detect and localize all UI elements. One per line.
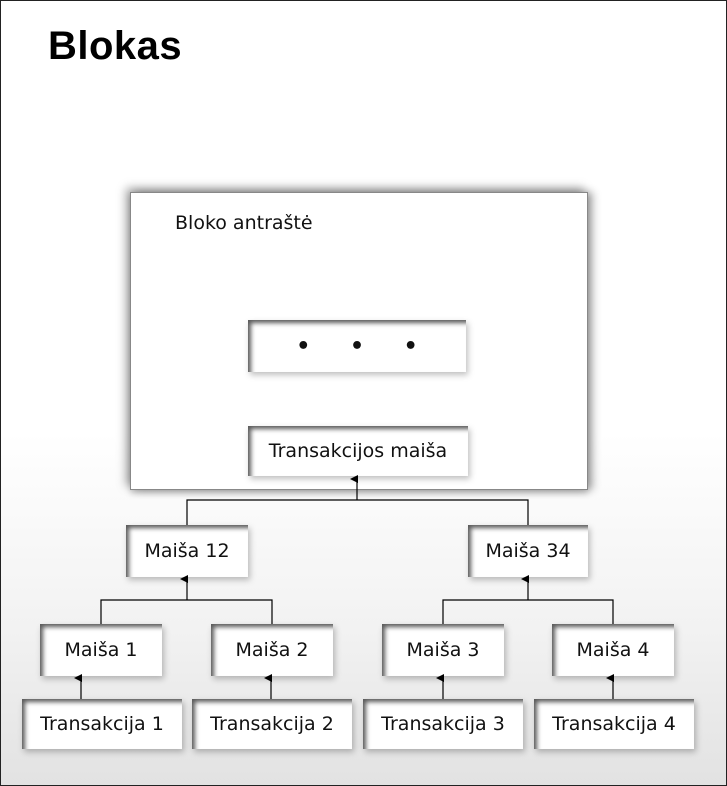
connector-hash-34 (442, 575, 614, 624)
transaction-1-box: Transakcija 1 (22, 699, 182, 749)
connector-hash-12 (100, 575, 273, 624)
hash-1-box: Maiša 1 (40, 624, 162, 676)
connector-leaves (74, 674, 614, 699)
block-header-label: Bloko antraštė (175, 212, 313, 234)
hash-12-box: Maiša 12 (126, 525, 248, 577)
ellipsis-dots: • • • (296, 333, 434, 359)
diagram-title: Blokas (48, 24, 183, 68)
hash-3-box: Maiša 3 (382, 624, 504, 676)
transaction-2-box: Transakcija 2 (192, 699, 352, 749)
hash-34-box: Maiša 34 (468, 525, 588, 577)
root-hash-box: Transakcijos maiša (248, 426, 468, 476)
hash-2-box: Maiša 2 (211, 624, 333, 676)
hash-4-box: Maiša 4 (552, 624, 674, 676)
transaction-4-box: Transakcija 4 (534, 699, 694, 749)
transaction-3-box: Transakcija 3 (363, 699, 523, 749)
connector-root (186, 475, 529, 525)
ellipsis-box: • • • (248, 320, 466, 372)
